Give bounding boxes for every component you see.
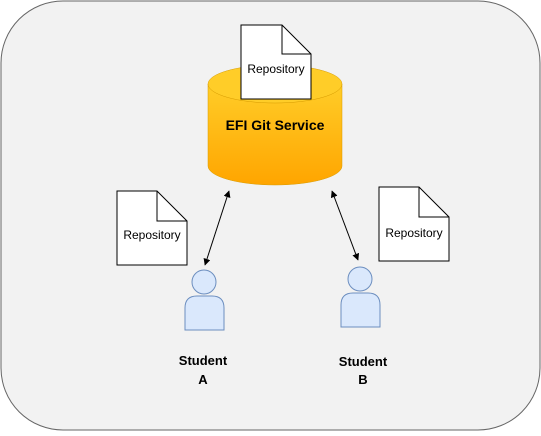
student-a-person-icon[interactable] [184,269,225,331]
repository-document-right[interactable]: Repository [378,186,450,262]
repository-document-left[interactable]: Repository [116,190,188,266]
arrow-student-a-to-service[interactable] [203,190,231,266]
repository-label-left: Repository [123,228,180,242]
service-label: EFI Git Service [226,117,325,133]
student-a-label-line2: A [198,372,208,387]
repository-label-top: Repository [247,62,304,76]
repository-label-right: Repository [385,226,442,240]
student-a-label-line1: Student [179,353,228,368]
student-b-person-icon[interactable] [340,266,381,328]
student-b-label-line2: B [358,372,367,387]
arrow-student-b-to-service[interactable] [330,190,360,261]
cylinder-body [207,84,343,186]
student-b-label-line1: Student [339,354,388,369]
repository-document-top[interactable]: Repository [240,24,312,100]
